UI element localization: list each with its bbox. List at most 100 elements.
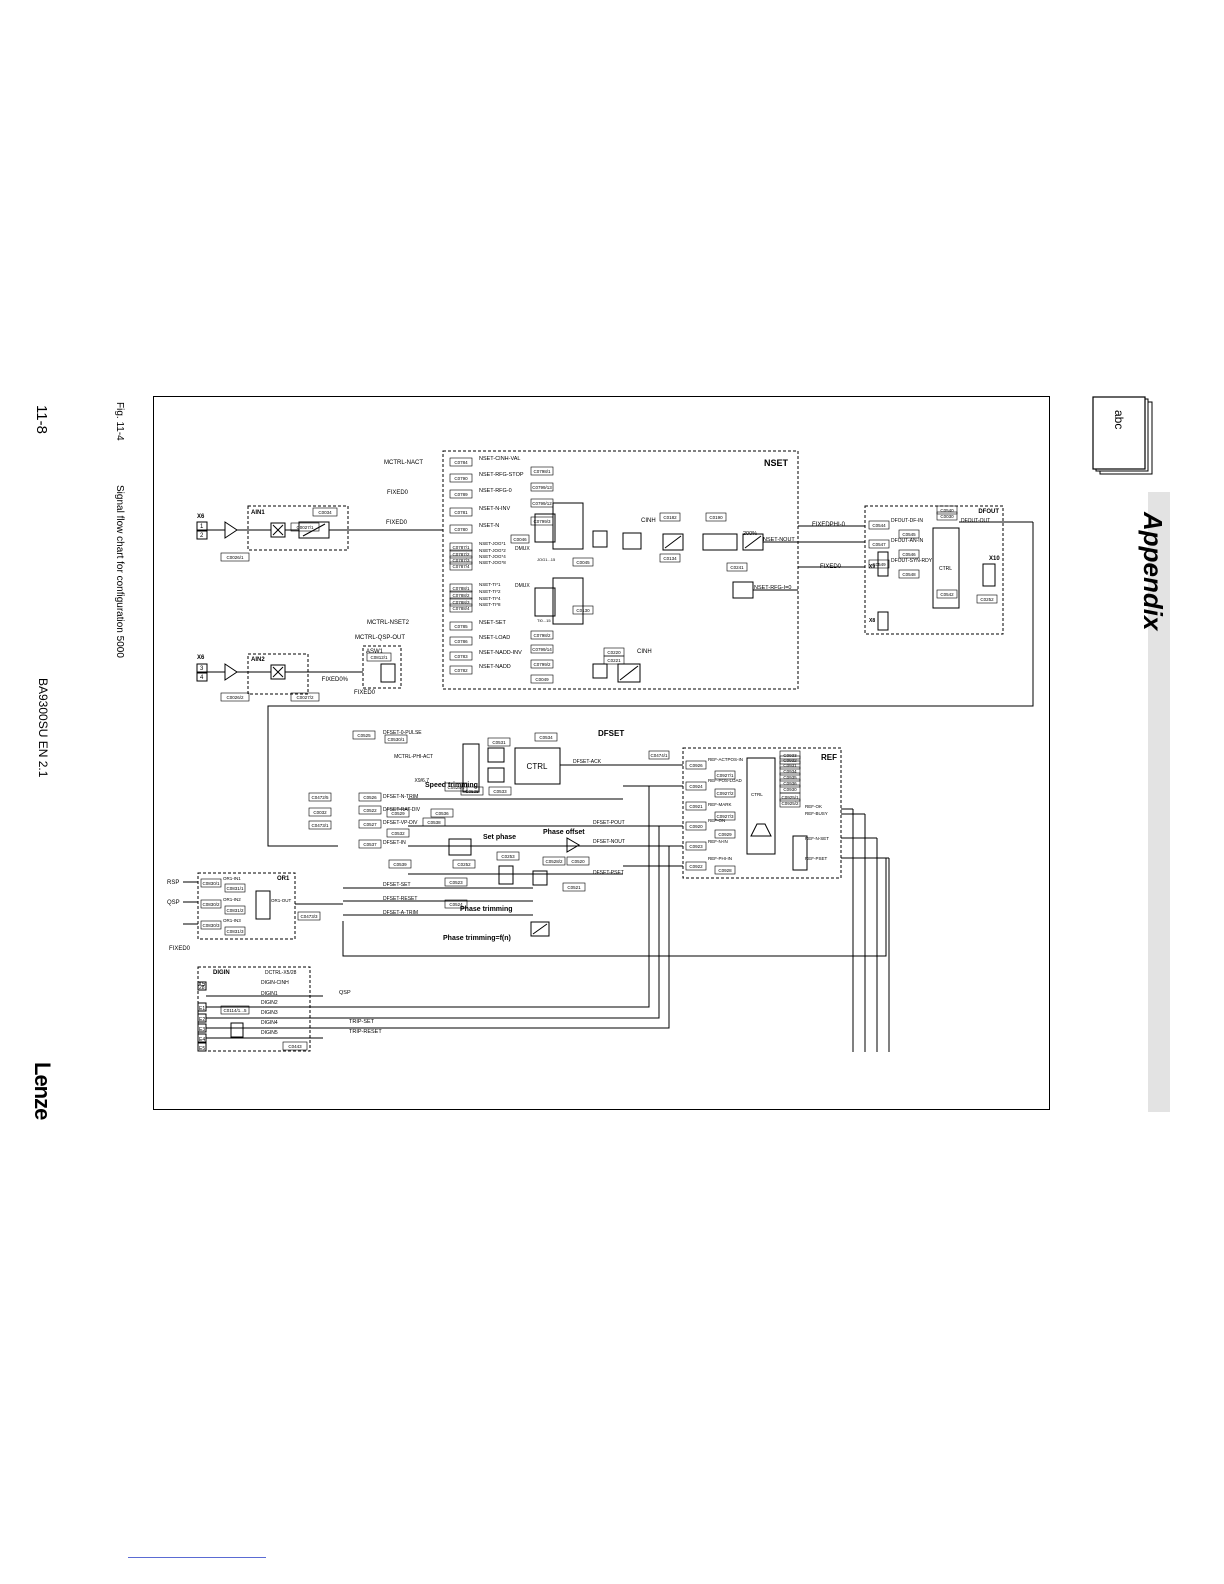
dfout-title: DFOUT <box>978 509 999 515</box>
code-box <box>290 692 320 702</box>
dfset-ctrl-label: CTRL <box>527 762 548 771</box>
x6-label-bottom: X6 <box>197 655 205 661</box>
code-label: C0922 <box>689 864 703 869</box>
code-label: C0540 <box>940 508 954 513</box>
section-band <box>1148 492 1170 1112</box>
code-label: C0182 <box>663 515 677 520</box>
code-box <box>220 1005 250 1015</box>
diagram-label: DIGIN1 <box>261 991 278 997</box>
code-box <box>603 655 625 665</box>
dfset-switch <box>532 870 548 886</box>
code-box <box>224 905 246 915</box>
diagram-label: DIGIN-CINH <box>261 980 289 986</box>
code-box <box>449 457 473 467</box>
code-label: C0527 <box>363 822 377 827</box>
diagram-label: REF-N-IN <box>708 839 728 844</box>
diagram-label: FIXEDPHI-0 <box>812 522 846 528</box>
code-box <box>659 553 681 563</box>
ain2-block <box>247 653 309 695</box>
rsp-label: RSP <box>167 880 179 886</box>
nset-signal-label: NSET-CINH-VAL <box>479 456 520 462</box>
code-label: C0925/1 <box>781 795 799 800</box>
code-box <box>358 819 382 829</box>
code-label: C0190 <box>709 515 723 520</box>
code-box <box>290 522 320 532</box>
code-label: C0473/1 <box>311 823 329 828</box>
terminal-4 <box>196 672 208 682</box>
tab-label: abc <box>1112 410 1126 430</box>
nset-signal-label: NSET-TI*4 <box>479 596 501 601</box>
diagram-label: DFSET-RAT-DIV <box>383 807 421 813</box>
code-label: C0026/2 <box>226 695 244 700</box>
diagram-label: X9/6,7 <box>415 778 430 784</box>
code-label: C0531 <box>492 740 506 745</box>
diagram-label: TRIP-SET <box>349 1019 375 1025</box>
code-box <box>386 808 410 818</box>
code-box <box>779 778 801 788</box>
code-box <box>779 766 801 776</box>
code-label: C0524 <box>449 902 463 907</box>
code-label: C0472/5 <box>311 795 329 800</box>
code-label: C0785 <box>454 624 468 629</box>
terminal-3-label: 3 <box>200 666 204 672</box>
code-label: C0532 <box>391 831 405 836</box>
code-box <box>685 821 707 831</box>
code-box <box>648 750 670 760</box>
nset-nadd-ramp <box>617 663 641 683</box>
x8-label: X8 <box>869 618 875 624</box>
code-box <box>542 856 566 866</box>
code-label: C0799/13 <box>532 485 552 490</box>
code-box <box>714 770 736 780</box>
asw1-title: ASW1 <box>366 649 384 655</box>
diagram-label: JOG1...15 <box>537 557 556 562</box>
diagram-label: DFSET-A-TRIM <box>383 910 418 916</box>
diagram-label: DIGIN5 <box>261 1030 278 1036</box>
nset-signal-label: NSET-TI*2 <box>479 589 501 594</box>
code-label: C0784 <box>454 460 468 465</box>
code-label: C0830/2 <box>202 902 220 907</box>
code-label: C0046 <box>513 537 527 542</box>
code-box <box>714 811 736 821</box>
phase-offset-label: Phase offset <box>543 829 585 836</box>
code-box <box>449 651 473 661</box>
code-label: C0526 <box>363 795 377 800</box>
code-box <box>422 817 446 827</box>
ain1-amplifier <box>224 521 238 539</box>
code-label: C0799/14 <box>532 647 552 652</box>
nset-signal-label: NSET-TI*1 <box>479 582 501 587</box>
or1-gate <box>255 890 271 920</box>
code-label: C0927/1 <box>716 773 734 778</box>
terminal-28 <box>197 981 207 991</box>
nset-jog-table <box>552 502 584 550</box>
phase-offset-amp <box>566 837 580 853</box>
code-label: C0549 <box>872 562 886 567</box>
code-box <box>898 569 920 579</box>
code-label: C0045 <box>576 560 590 565</box>
figure-caption: Signal flow chart for configuration 5000 <box>114 485 125 658</box>
code-label: C0799/12 <box>532 501 552 506</box>
code-label: C0544 <box>872 523 886 528</box>
diagram-label: DFSET-SET <box>383 882 411 888</box>
code-box <box>308 820 332 830</box>
nset-input-label: MCTRL-NSET2 <box>367 620 410 626</box>
code-box <box>449 583 473 593</box>
or1-block <box>197 872 296 940</box>
terminal-e5-label: E5 <box>199 1046 205 1052</box>
x10-connector <box>982 563 996 587</box>
code-label: C0026/1 <box>226 555 244 560</box>
code-box <box>936 505 958 515</box>
code-box <box>308 807 332 817</box>
nset-signal-label: NSET-NADD-INV <box>479 650 522 656</box>
ain2-amplifier <box>224 663 238 681</box>
terminal-e5 <box>197 1042 207 1052</box>
code-box <box>452 859 476 869</box>
code-label: C0545 <box>902 532 916 537</box>
code-box <box>714 865 736 875</box>
code-box <box>297 911 321 921</box>
phase-trimming-fn-label: Phase trimming=f(n) <box>443 935 511 942</box>
code-label: C0932 <box>783 758 797 763</box>
diagram-label: DFSET-N-TRIM <box>383 794 418 800</box>
nset-signal-label: NSET-RFG-STOP <box>479 472 524 478</box>
fixed0-or1-label: FIXED0 <box>169 946 191 952</box>
diagram-label: DIGIN4 <box>261 1020 278 1026</box>
